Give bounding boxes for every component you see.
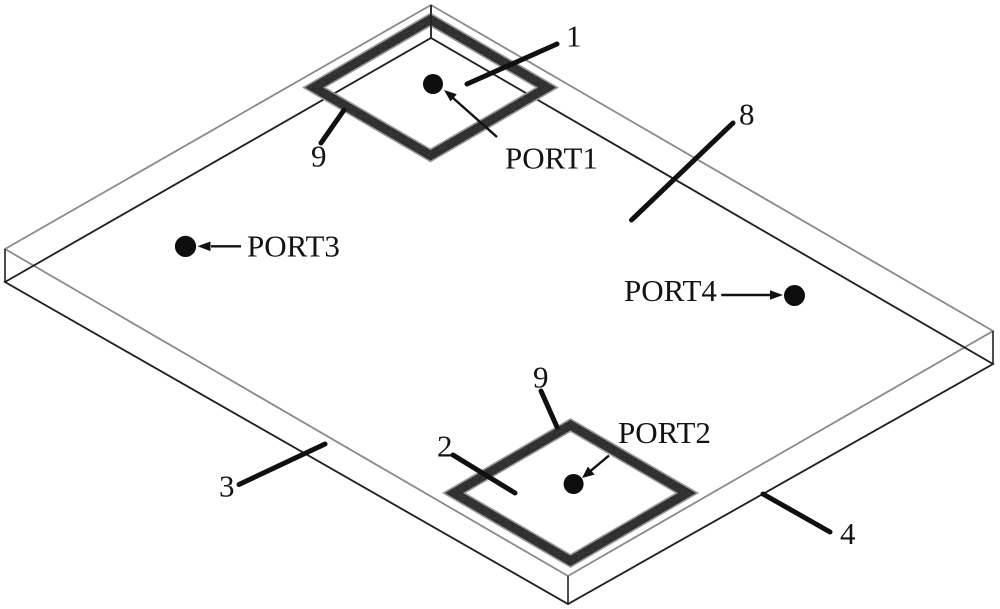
svg-text:1: 1 <box>566 19 582 54</box>
svg-text:9: 9 <box>311 139 327 174</box>
svg-text:9: 9 <box>533 360 549 395</box>
svg-text:PORT3: PORT3 <box>247 229 340 264</box>
svg-text:PORT2: PORT2 <box>618 415 711 450</box>
svg-text:PORT4: PORT4 <box>624 273 717 308</box>
svg-text:2: 2 <box>437 429 453 464</box>
svg-text:8: 8 <box>739 97 755 132</box>
svg-text:3: 3 <box>219 469 235 504</box>
svg-text:4: 4 <box>840 516 856 551</box>
svg-text:PORT1: PORT1 <box>505 141 598 176</box>
